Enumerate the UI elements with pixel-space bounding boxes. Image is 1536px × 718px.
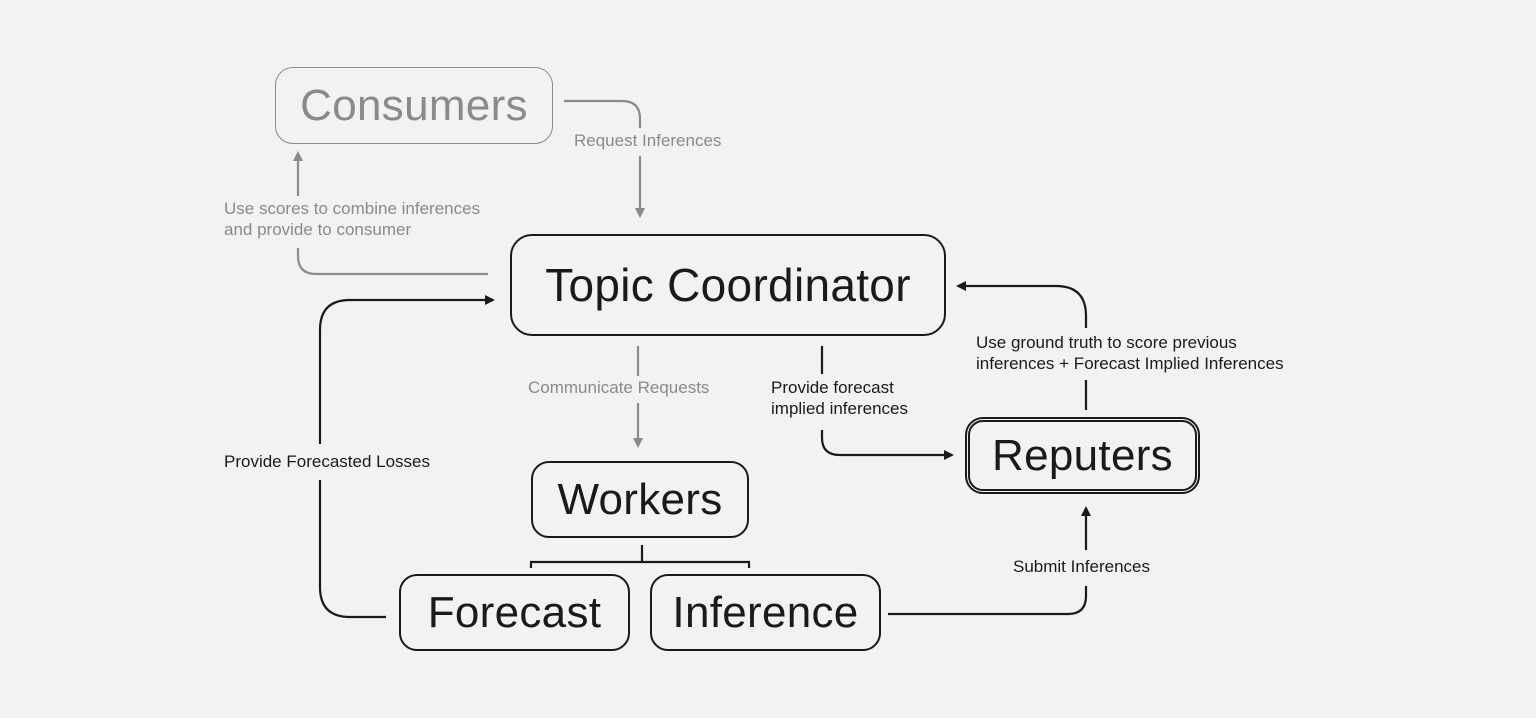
use-scores-line-2: and provide to consumer: [224, 220, 412, 239]
use-scores-label: Use scores to combine inferences and pro…: [224, 198, 480, 240]
edge-provide-forecast-arrow: [820, 430, 954, 460]
use-ground-truth-line-2: inferences + Forecast Implied Inferences: [976, 354, 1284, 373]
edge-provide-forecasted-losses-arrow: [318, 295, 495, 444]
consumers-node: Consumers: [275, 67, 553, 144]
use-ground-truth-label: Use ground truth to score previous infer…: [976, 332, 1284, 374]
provide-forecasted-losses-text: Provide Forecasted Losses: [224, 452, 430, 471]
provide-forecasted-losses-label: Provide Forecasted Losses: [224, 451, 430, 472]
forecast-node: Forecast: [399, 574, 630, 651]
request-inferences-text: Request Inferences: [574, 131, 722, 150]
submit-inferences-text: Submit Inferences: [1013, 557, 1151, 576]
workers-node: Workers: [531, 461, 749, 538]
edge-use-scores: [296, 248, 488, 276]
forecast-label: Forecast: [427, 587, 602, 637]
communicate-requests-text: Communicate Requests: [528, 378, 710, 397]
use-scores-line-1: Use scores to combine inferences: [224, 199, 481, 218]
use-ground-truth-line-1: Use ground truth to score previous: [976, 333, 1237, 352]
workers-label: Workers: [557, 474, 723, 524]
communicate-requests-label: Communicate Requests: [528, 377, 709, 398]
edge-request-inferences: [564, 99, 642, 128]
topic-coordinator-label: Topic Coordinator: [545, 259, 911, 311]
edge-use-ground-truth-arrow: [956, 281, 1088, 328]
submit-inferences-label: Submit Inferences: [1013, 556, 1150, 577]
edge-submit-inferences: [888, 586, 1088, 616]
workers-bracket: [529, 545, 751, 568]
edge-provide-forecasted-losses: [318, 480, 386, 619]
reputers-node: Reputers: [965, 417, 1200, 494]
provide-forecast-label: Provide forecast implied inferences: [771, 377, 908, 419]
inference-node: Inference: [650, 574, 881, 651]
inference-label: Inference: [672, 587, 859, 637]
topic-coordinator-node: Topic Coordinator: [510, 234, 946, 336]
provide-forecast-line-1: Provide forecast: [771, 378, 894, 397]
consumers-label: Consumers: [300, 80, 528, 130]
reputers-label: Reputers: [992, 430, 1173, 480]
request-inferences-label: Request Inferences: [574, 130, 721, 151]
provide-forecast-line-2: implied inferences: [771, 399, 909, 418]
